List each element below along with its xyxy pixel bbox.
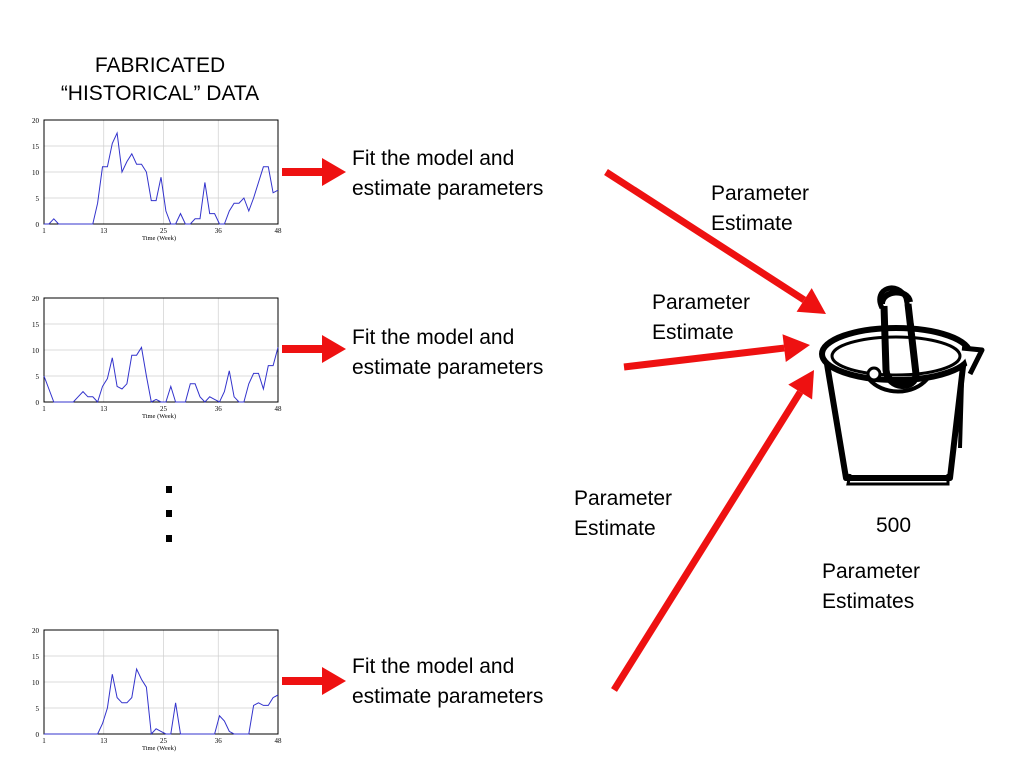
chart-to-fit-arrow-1: [282, 158, 346, 186]
parameter-estimates-label: Parameter Estimates: [822, 557, 920, 617]
y-tick-label: 10: [32, 169, 40, 177]
plot-frame: [43, 629, 279, 735]
title-line-1: FABRICATED: [94, 54, 226, 77]
ellipsis-dot: [166, 486, 172, 493]
series-line: [43, 346, 279, 403]
y-tick-label: 15: [32, 653, 40, 661]
fit-label-line-1: Fit the model and: [352, 147, 515, 170]
y-tick-label: 10: [32, 679, 40, 687]
x-tick-label: 36: [215, 405, 223, 413]
y-tick-label: 5: [36, 705, 40, 713]
y-tick-label: 15: [32, 143, 40, 151]
ellipsis-dot: [166, 535, 172, 542]
arrow-head: [782, 334, 810, 362]
x-tick-label: 36: [215, 737, 223, 745]
x-tick-label: 13: [100, 227, 108, 235]
parameter-estimate-label-1: Parameter Estimate: [711, 179, 809, 239]
chart-to-fit-arrow-3: [282, 667, 346, 695]
parameter-estimate-label-3: Parameter Estimate: [574, 484, 672, 544]
pe-line-1: Parameter: [574, 487, 673, 510]
parameter-estimate-label-2: Parameter Estimate: [652, 288, 750, 348]
series-line: [44, 131, 279, 225]
y-tick-label: 10: [32, 347, 40, 355]
arrow-shaft: [604, 169, 807, 303]
x-tick-label: 48: [275, 405, 283, 413]
y-tick-label: 15: [32, 321, 40, 329]
x-tick-label: 13: [100, 405, 108, 413]
x-axis-label: Time (Week): [142, 745, 176, 752]
pe-line-2: Estimate: [652, 321, 734, 344]
fit-label-line-2: estimate parameters: [352, 177, 544, 200]
plot-frame: [43, 119, 279, 225]
chart-to-fit-arrow-2: [282, 335, 346, 363]
y-tick-label: 0: [36, 731, 40, 739]
title-line-2: “HISTORICAL” DATA: [60, 82, 260, 105]
fit-to-bucket-arrow-1: [604, 169, 826, 314]
arrow-head: [796, 288, 826, 314]
pe-line-1: Parameter: [652, 291, 751, 314]
pes-line-1: Parameter: [822, 560, 921, 583]
fit-label-line-1: Fit the model and: [352, 326, 515, 349]
y-tick-label: 20: [32, 627, 40, 635]
x-axis-label: Time (Week): [142, 413, 176, 420]
arrow-head: [322, 335, 346, 363]
pes-line-2: Estimates: [822, 590, 915, 613]
ellipsis-dot: [166, 510, 172, 517]
arrow-shaft: [611, 390, 804, 692]
x-tick-label: 1: [42, 737, 46, 745]
y-tick-label: 0: [36, 399, 40, 407]
fit-to-bucket-arrow-3: [611, 370, 814, 692]
x-tick-label: 13: [100, 737, 108, 745]
y-tick-label: 5: [36, 195, 40, 203]
x-tick-label: 48: [275, 737, 283, 745]
y-tick-label: 5: [36, 373, 40, 381]
x-tick-label: 48: [275, 227, 283, 235]
arrow-shaft: [623, 344, 785, 371]
fit-label-line-2: estimate parameters: [352, 356, 544, 379]
arrow-head: [788, 370, 814, 400]
fit-model-label-1: Fit the model and estimate parameters: [352, 144, 612, 204]
fit-model-label-3: Fit the model and estimate parameters: [352, 652, 612, 712]
x-tick-label: 25: [160, 227, 168, 235]
fit-label-line-1: Fit the model and: [352, 655, 515, 678]
x-tick-label: 25: [160, 405, 168, 413]
pe-line-2: Estimate: [711, 212, 793, 235]
arrow-head: [322, 667, 346, 695]
y-tick-label: 20: [32, 117, 40, 125]
arrow-head: [322, 158, 346, 186]
estimate-count: 500: [876, 514, 912, 537]
bucket-icon: [819, 285, 985, 486]
y-tick-label: 0: [36, 221, 40, 229]
x-tick-label: 36: [215, 227, 223, 235]
y-tick-label: 20: [32, 295, 40, 303]
x-tick-label: 1: [42, 227, 46, 235]
fit-to-bucket-arrow-2: [623, 334, 810, 371]
pe-line-2: Estimate: [574, 517, 656, 540]
fit-model-label-2: Fit the model and estimate parameters: [352, 323, 612, 383]
x-tick-label: 25: [160, 737, 168, 745]
x-axis-label: Time (Week): [142, 235, 176, 242]
fit-label-line-2: estimate parameters: [352, 685, 544, 708]
series-line: [44, 667, 279, 736]
x-tick-label: 1: [42, 405, 46, 413]
page-title: FABRICATED “HISTORICAL” DATA: [20, 52, 300, 108]
pe-line-1: Parameter: [711, 182, 810, 205]
